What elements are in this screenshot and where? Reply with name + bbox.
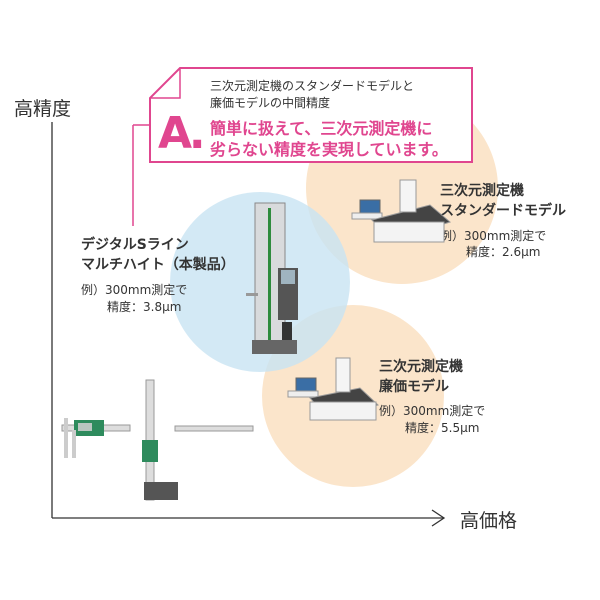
cmm-standard-name1: 三次元測定機 xyxy=(440,183,524,199)
cmm-budget-name2: 廉価モデル xyxy=(379,379,449,395)
multi-height-accuracy: 精度：3.8µm xyxy=(107,300,182,314)
cmm-budget-accuracy: 精度：5.5µm xyxy=(405,421,480,435)
multi-height-name1: デジタルSライン xyxy=(81,237,189,253)
cmm-budget-example: 例）300mm測定で xyxy=(379,404,486,418)
callout-headline1: 簡単に扱えて、三次元測定機に xyxy=(210,119,433,138)
cmm-budget-image xyxy=(287,357,379,421)
cmm-budget-name1: 三次元測定機 xyxy=(379,359,463,375)
multi-height-example: 例）300mm測定で xyxy=(81,283,188,297)
callout-line1: 三次元測定機のスタンダードモデルと xyxy=(210,79,415,93)
cmm-standard-accuracy: 精度：2.6µm xyxy=(466,245,541,259)
callout-headline2: 劣らない精度を実現しています。 xyxy=(210,140,448,159)
x-axis-label: 高価格 xyxy=(460,510,518,532)
callout-letter: A. xyxy=(158,108,206,159)
multi-height-gauge-image xyxy=(246,202,298,354)
cmm-standard-name2: スタンダードモデル xyxy=(440,203,566,219)
y-axis-label: 高精度 xyxy=(14,98,72,120)
caliper-image xyxy=(61,418,131,458)
cmm-standard-image xyxy=(351,179,452,243)
callout-line2: 廉価モデルの中間精度 xyxy=(210,96,331,110)
cmm-standard-example: 例）300mm測定で xyxy=(440,229,547,243)
height-gauge-image xyxy=(142,379,178,501)
multi-height-name2: マルチハイト（本製品） xyxy=(81,257,235,273)
scale-rule-image xyxy=(174,425,254,432)
